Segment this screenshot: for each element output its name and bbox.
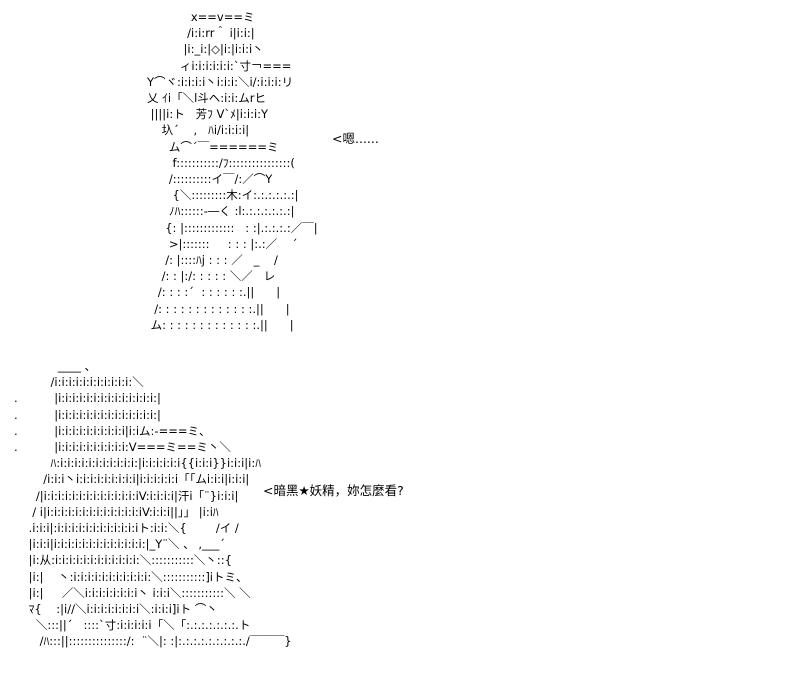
bottom-figure-art-line: . |i:i:i:i:i:i:i:i:i:i:i:i:i:i:| (14, 391, 161, 406)
bottom-figure-art-line: |i:从:i:i:i:i:i:i:i:i:i:i:i:i:＼::::::::::… (14, 553, 232, 568)
bottom-figure-art-line: . |i:i:i:i:i:i:i:i:i:i:i:i:i:i:| (14, 407, 161, 422)
bottom-figure-art-line: ﾊ:i:i:i:i:i:i:i:i:i:i:i:|i:i:i:i:i:i{{i:… (14, 456, 261, 471)
top-figure-art-line: x==v==ミ (136, 10, 255, 24)
bottom-figure-art-line: /|i:i:i:i:i:i:i:i:i:i:i:i:i:iV:i:i:i:i|汗… (14, 488, 239, 503)
top-figure-art-line: ||||i:ト 芳ﾌ V`ﾒ|i:i:i:Y (136, 107, 269, 122)
top-figure-art-line: Y⌒ヾ:i:i:i:i丶i:i:i:＼i/:i:i:i:リ (136, 74, 294, 89)
top-figure-art-line: ム: : : : : : : : : : : : :.|| | (136, 317, 294, 332)
top-figure-art-line: /: |::::ﾊj : : : ／ _ / (136, 253, 278, 268)
top-figure-art-line: {: |::::::::::::: : :|.:.:.:.:／￣| (136, 220, 318, 235)
top-figure-art-line: /::::::::::イ￣/:／⌒Υ (136, 172, 273, 187)
top-figure-art-line: 乂 ｲi「＼l斗ヘ:i:i:ムrヒ (136, 91, 267, 106)
bottom-figure-ascii-art: ____ 、 /i:i:i:i:i:i:i:i:i:i:i:＼ . |i:i:i… (14, 358, 292, 650)
bottom-figure-art-line: ＼:::||´ ::::`寸:i:i:i:i:i「＼「:.:.:.:.:.:.:… (14, 618, 251, 633)
bottom-figure-art-line: / i|i:i:i:i:i:i:i:i:i:i:i:i:i:iV:i:i:i||… (14, 504, 219, 519)
top-figure-art-line: 圦´ , ﾊi/i:i:i:i| (136, 123, 250, 138)
bottom-figure-art-line: /i:i:i:i:i:i:i:i:i:i:i:＼ (14, 375, 144, 390)
bottom-figure-art-line: |i:i:i|i:i:i:i:i:i:i:i:i:i:i:i:i:|_Y¨＼ 、… (14, 537, 225, 552)
bottom-figure-art-line: ﾏ{ :|i//＼i:i:i:i:i:i:i:i＼:i:i:i]iト ⌒丶 (14, 602, 218, 617)
bottom-figure-art-line: .i:i:i|:i:i:i:i:i:i:i:i:i:i:i:iト:i:i:＼{ … (14, 521, 239, 536)
top-figure-art-line: {＼:::::::::木:イ:.:.:.:.:.:| (136, 188, 299, 203)
top-figure-ascii-art: x==v==ミ /i:i:rr＾ i|i:i:| |i:_i:|◇|i:|i:i… (136, 9, 318, 333)
bottom-figure-art-line: . |i:i:i:i:i:i:i:i:i:i|i:iム:-===ミ、 (14, 423, 211, 438)
top-figure-art-line: ﾉﾊ::::::-―く :l:.:.:.:.:.:.:| (136, 204, 295, 219)
bottom-figure-art-line: ____ 、 (14, 359, 97, 373)
top-figure-art-line: /: : : : : : : : : : : : :.|| | (136, 301, 290, 316)
top-figure-art-line: ィi:i:i:i:i:i:`寸￢=== (136, 58, 292, 73)
top-figure-art-line: >|::::::: : : : |:.:／ ´ (136, 236, 298, 251)
bottom-figure-art-line: /ﾊ:::||:::::::::::::::/: ¨＼|: :|:.:.:.:.… (14, 634, 292, 649)
bottom-figure-speech: <暗黑★妖精，妳怎麼看? (263, 483, 404, 498)
top-figure-art-line: /i:i:rr＾ i|i:i:| (136, 26, 255, 41)
top-figure-art-line: f:::::::::::/ﾌ::::::::::::::::( (136, 155, 295, 170)
top-figure-art-line: /: : : :´ : : : : : :.|| | (136, 285, 281, 300)
bottom-figure-art-line: |i:| 丶:i:i:i:i:i:i:i:i:i:i:i:＼::::::::::… (14, 569, 248, 584)
top-figure-art-line: ム⌒´￣======ミ (136, 139, 279, 154)
top-figure-art-line: |i:_i:|◇|i:|i:i:i丶 (136, 42, 264, 57)
top-figure-art-line: /: : |:/: : : : : ＼／ レ (136, 269, 276, 284)
bottom-figure-art-line: |i:| ／＼i:i:i:i:i:i:i:i丶 i:i:i＼::::::::::… (14, 585, 251, 600)
bottom-figure-art-line: . |i:i:i:i:i:i:i:i:i:i:V===ミ==ミ丶＼ (14, 440, 231, 455)
bottom-figure-art-line: /i:i:i丶i:i:i:i:i:i:i:i:i|i:i:i:i:i:i「「ムi… (14, 472, 250, 487)
top-figure-speech: <嗯...... (332, 131, 379, 146)
